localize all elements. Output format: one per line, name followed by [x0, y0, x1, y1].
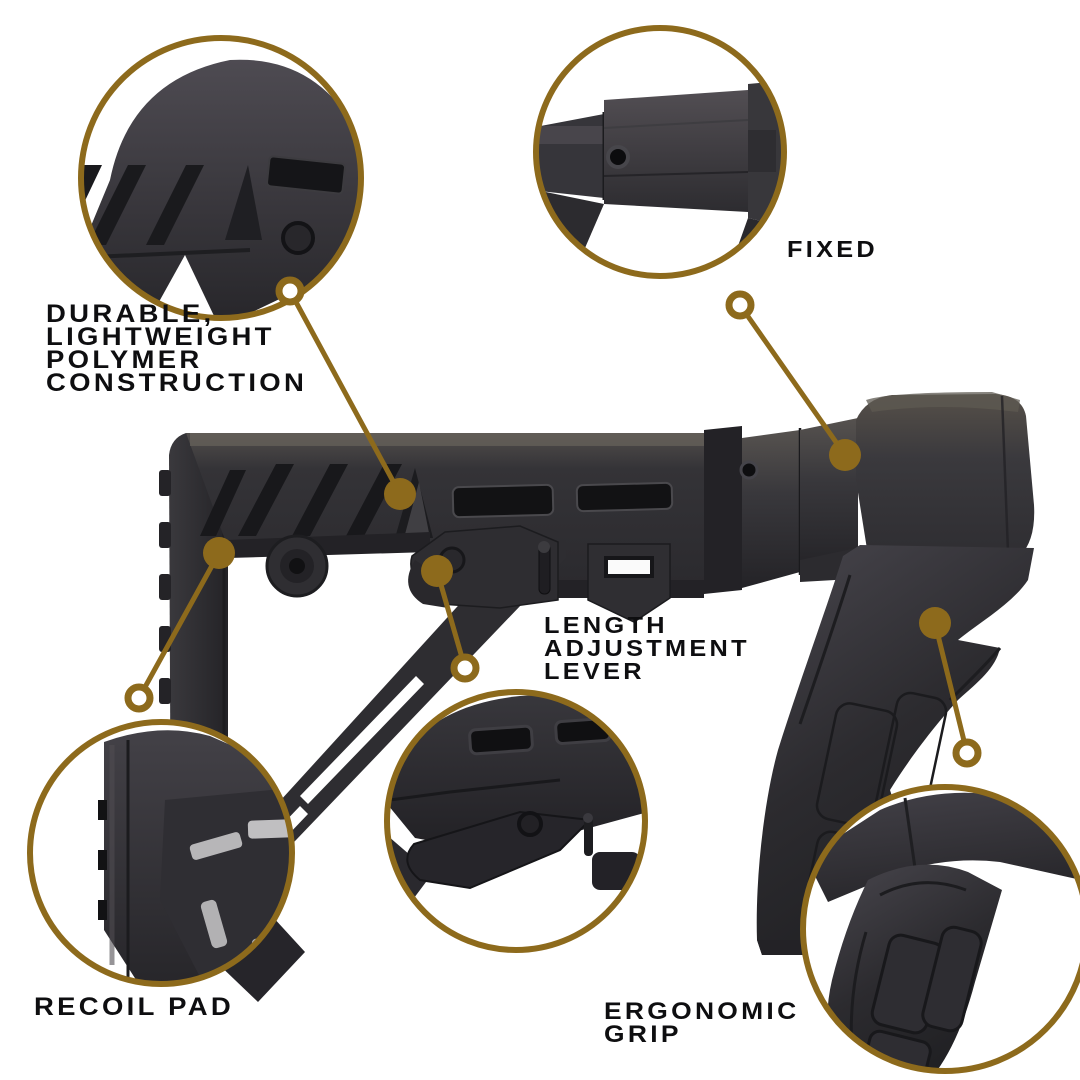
callout-label-ergonomic-grip: ERGONOMIC GRIP: [604, 998, 800, 1048]
inset-ergonomic-grip-photo: [800, 784, 1080, 1074]
leader-dot: [421, 555, 453, 587]
callout-label-length-adjustment-lever: LENGTH ADJUSTMENT LEVER: [544, 614, 750, 683]
leader-length-lever: [421, 555, 480, 683]
callout-label-line: ERGONOMIC: [604, 998, 800, 1025]
diagonal-grooves: [200, 464, 402, 536]
leader-dot: [919, 607, 951, 639]
leader-ring: [725, 290, 755, 320]
leader-ring: [275, 276, 305, 306]
leader-dot: [829, 439, 861, 471]
callout-label-fixed: FIXED: [787, 238, 878, 261]
adjustment-lever: [408, 525, 671, 623]
screw-hole: [739, 460, 759, 480]
callout-label-line: GRIP: [604, 1021, 682, 1048]
callout-label-recoil-pad: RECOIL PAD: [34, 993, 235, 1021]
inset-fixed-joint-photo: [533, 25, 787, 279]
callout-label-line: LIGHTWEIGHT: [46, 323, 275, 351]
stock-upper-body: [186, 433, 704, 598]
leader-ergonomic-grip: [919, 607, 982, 768]
inset-circle-border: [78, 35, 364, 321]
inset-circle-border: [533, 25, 787, 279]
inset-adjustment-lever-photo: [384, 689, 648, 953]
callout-label-line: CONSTRUCTION: [46, 369, 308, 397]
inset-circle-border: [384, 689, 648, 953]
fixed-adapter: [704, 418, 858, 594]
inset-circle-border: [800, 784, 1080, 1074]
callout-label-line: LENGTH: [544, 612, 668, 638]
inset-recoil-pad-photo: [27, 719, 295, 987]
inset-circle-border: [27, 719, 295, 987]
leader-fixed: [725, 290, 861, 471]
leader-ring: [450, 653, 480, 683]
inset-polymer-texture-photo: [78, 35, 364, 321]
leader-dot: [203, 537, 235, 569]
tube-slots: [451, 481, 674, 519]
leader-lines: [124, 276, 982, 768]
leader-dot: [384, 478, 416, 510]
leader-recoil-pad: [124, 537, 235, 713]
callout-label-line: POLYMER: [46, 346, 203, 374]
callout-label-line: DURABLE,: [46, 300, 215, 328]
callout-label-line: RECOIL PAD: [34, 993, 235, 1021]
leader-ring: [124, 683, 154, 713]
callout-label-line: ADJUSTMENT: [544, 635, 750, 661]
callout-label-polymer-construction: DURABLE, LIGHTWEIGHT POLYMER CONSTRUCTIO…: [46, 300, 308, 397]
callout-label-line: FIXED: [787, 236, 879, 262]
sling-mount: [587, 543, 671, 623]
leader-polymer: [275, 276, 416, 510]
inset-lever-pivot: [517, 811, 543, 837]
leader-ring: [952, 738, 982, 768]
callout-label-line: LEVER: [544, 658, 645, 684]
inset-screw-hole: [606, 145, 630, 169]
